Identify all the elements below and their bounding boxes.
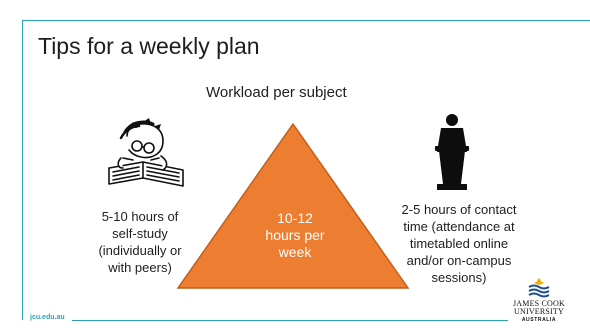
self-study-line-1: 5-10 hours of xyxy=(101,209,179,224)
footer-divider xyxy=(72,320,508,321)
top-divider xyxy=(22,20,590,21)
contact-time-line-5: sessions) xyxy=(431,270,487,285)
contact-time-line-1: 2-5 hours of contact xyxy=(401,202,517,217)
workload-triangle xyxy=(176,122,410,289)
triangle-line-1: 10-12 xyxy=(277,210,313,226)
triangle-text: 10-12 hours per week xyxy=(250,210,340,261)
reader-with-book-image xyxy=(108,118,184,187)
contact-time-line-3: timetabled online xyxy=(409,236,509,251)
triangle-line-3: week xyxy=(278,244,312,260)
self-study-line-4: with peers) xyxy=(108,260,172,275)
self-study-text: 5-10 hours of self-study (individually o… xyxy=(70,208,210,276)
logo-text-line-3: AUSTRALIA xyxy=(521,317,557,323)
contact-time-line-4: and/or on-campus xyxy=(406,253,512,268)
speaker-at-podium-image xyxy=(435,114,469,190)
contact-time-text: 2-5 hours of contact time (attendance at… xyxy=(372,201,546,286)
triangle-line-2: hours per xyxy=(265,227,325,243)
contact-time-line-2: time (attendance at xyxy=(403,219,515,234)
footer-url: jcu.edu.au xyxy=(30,314,65,321)
logo-text-line-1: JAMES COOK xyxy=(512,299,565,308)
logo-text-line-2: UNIVERSITY xyxy=(514,307,564,316)
left-divider xyxy=(22,20,23,320)
self-study-line-2: self-study xyxy=(112,226,168,241)
jcu-logo: JAMES COOK UNIVERSITY AUSTRALIA xyxy=(506,277,572,329)
self-study-line-3: (individually or xyxy=(98,243,182,258)
slide-subtitle: Workload per subject xyxy=(206,84,347,101)
jcu-crest-icon xyxy=(528,278,550,298)
slide-title: Tips for a weekly plan xyxy=(38,33,260,59)
